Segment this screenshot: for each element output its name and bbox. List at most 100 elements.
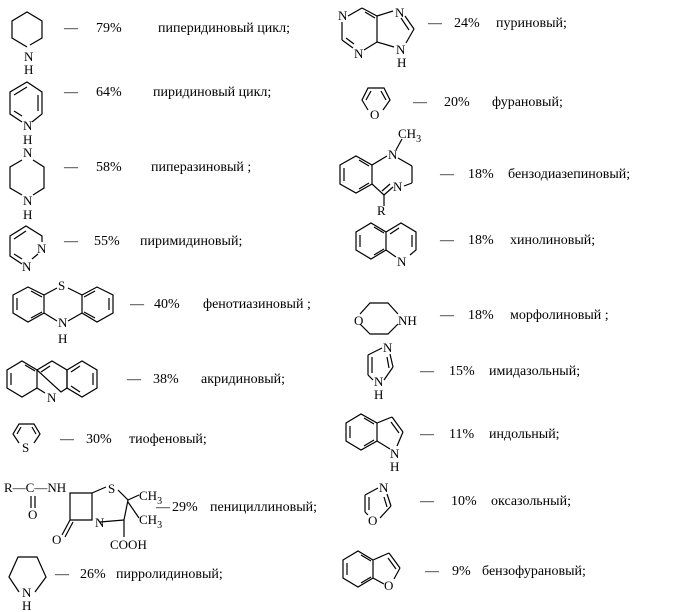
pyrrolidine-n-label: N	[22, 585, 32, 600]
oxazole-structure: N O	[364, 480, 392, 528]
thiophene-s-label: S	[22, 440, 29, 455]
item-oxazole-dash: —	[420, 494, 434, 509]
item-piperidine-percent: 79%	[96, 21, 122, 36]
item-morpholine-dash: —	[440, 308, 454, 323]
item-indole-percent: 11%	[449, 427, 475, 442]
piperazine-h-top: H	[23, 132, 32, 147]
item-purine-dash: —	[428, 16, 442, 31]
acridine-structure: N	[6, 360, 98, 405]
pyrimidine-n-right: N	[37, 241, 47, 256]
thiophene-structure: S	[12, 423, 41, 455]
phenothiazine-structure: S N H	[12, 278, 114, 346]
purine-n9: N	[396, 42, 406, 57]
item-thiophene-name: тиофеновый;	[129, 432, 207, 447]
item-benzodiazepine-name: бензодиазепиновый;	[508, 167, 631, 182]
indole-n-label: N	[390, 446, 400, 461]
benzodiazepine-ch3: CH3	[398, 126, 421, 145]
item-pyridine-name: пиридиновый цикл;	[153, 85, 272, 100]
item-furan-dash: —	[413, 95, 427, 110]
penicillin-ch3-top: CH3	[139, 488, 162, 507]
phenothiazine-n-label: N	[58, 315, 68, 330]
item-indole-dash: —	[420, 427, 434, 442]
item-penicillin-name: пенициллиновый;	[210, 500, 318, 515]
item-acridine-percent: 38%	[153, 372, 179, 387]
item-piperazine-dash: —	[64, 160, 78, 175]
item-morpholine-percent: 18%	[468, 308, 494, 323]
item-indole-name: индольный;	[489, 427, 560, 442]
furan-o-label: O	[370, 107, 379, 122]
item-phenothiazine-percent: 40%	[154, 297, 180, 312]
item-benzofuran-dash: —	[425, 564, 439, 579]
item-imidazole-percent: 15%	[449, 364, 475, 379]
penicillin-n-label: N	[95, 515, 105, 530]
benzofuran-o-label: O	[384, 578, 393, 593]
imidazole-h1: H	[374, 387, 383, 402]
item-imidazole-dash: —	[420, 364, 434, 379]
item-penicillin-percent: 29%	[172, 500, 198, 515]
piperidine-h-label: H	[24, 62, 33, 77]
benzodiazepine-r-label: R	[377, 203, 386, 218]
item-quinoline-dash: —	[440, 233, 454, 248]
item-piperidine-dash: —	[64, 21, 78, 36]
morpholine-o-label: O	[354, 313, 363, 328]
item-pyrimidine-percent: 55%	[94, 234, 120, 249]
item-benzofuran-percent: 9%	[452, 564, 471, 579]
item-pyrrolidine-percent: 26%	[80, 567, 106, 582]
morpholine-nh-label: NH	[398, 313, 417, 328]
item-piperazine-percent: 58%	[96, 160, 122, 175]
item-pyrrolidine-name: пирролидиновый;	[116, 567, 223, 582]
pyrrolidine-structure: N H	[8, 556, 47, 612]
penicillin-s-label: S	[108, 481, 115, 496]
item-quinoline-name: хинолиновый;	[510, 233, 596, 248]
purine-n3: N	[354, 46, 364, 61]
item-morpholine-name: морфолиновый ;	[510, 308, 609, 323]
item-piperazine-name: пиперазиновый ;	[151, 160, 252, 175]
item-furan-name: фурановый;	[492, 95, 563, 110]
item-pyridine-dash: —	[64, 85, 78, 100]
purine-h9: H	[397, 55, 406, 70]
indole-h-label: H	[390, 459, 399, 474]
piperidine-structure: N H	[11, 11, 43, 77]
item-benzodiazepine-percent: 18%	[468, 167, 494, 182]
imidazole-n3: N	[383, 340, 393, 355]
penicillin-cooh-label: COOH	[110, 537, 147, 552]
pyridine-n-label: N	[23, 118, 33, 133]
item-thiophene-percent: 30%	[86, 432, 112, 447]
piperazine-n-bottom: N	[23, 193, 33, 208]
item-furan-percent: 20%	[444, 95, 470, 110]
penicillin-structure: R—C—NH O O S N CH3 CH3 COOH	[4, 480, 162, 552]
piperazine-h-bottom: H	[23, 207, 32, 222]
item-oxazole-percent: 10%	[451, 494, 477, 509]
item-pyrrolidine-dash: —	[55, 567, 69, 582]
purine-n1: N	[338, 8, 348, 23]
indole-structure: N H	[345, 413, 404, 474]
benzodiazepine-n4: N	[393, 179, 403, 194]
imidazole-n1: N	[374, 374, 384, 389]
item-benzofuran-name: бензофурановый;	[482, 564, 586, 579]
pyridine-structure: N	[9, 81, 43, 133]
penicillin-ch3-bottom: CH3	[139, 512, 162, 531]
item-phenothiazine-name: фенотиазиновый ;	[203, 297, 311, 312]
imidazole-structure: N N H	[367, 340, 394, 402]
pyrimidine-structure: N N	[9, 225, 47, 274]
furan-structure: O	[361, 87, 391, 122]
item-oxazole-name: оксазольный;	[491, 494, 571, 509]
purine-n7: N	[395, 5, 405, 20]
piperazine-structure: H N N H	[9, 132, 45, 222]
item-acridine-name: акридиновый;	[201, 372, 286, 387]
item-pyridine-percent: 64%	[96, 85, 122, 100]
item-phenothiazine-dash: —	[130, 297, 144, 312]
penicillin-lactam-o-label: O	[52, 532, 61, 547]
item-thiophene-dash: —	[60, 432, 74, 447]
quinoline-structure: N	[355, 222, 417, 269]
benzodiazepine-structure: N CH3 N R	[339, 126, 421, 218]
benzofuran-structure: O	[342, 550, 401, 593]
acridine-n-label: N	[47, 390, 57, 405]
penicillin-acyl-o-label: O	[28, 507, 37, 522]
phenothiazine-s-label: S	[58, 278, 65, 293]
phenothiazine-h-label: H	[58, 331, 67, 346]
item-penicillin-dash: —	[156, 500, 170, 515]
oxazole-n-label: N	[379, 480, 389, 495]
